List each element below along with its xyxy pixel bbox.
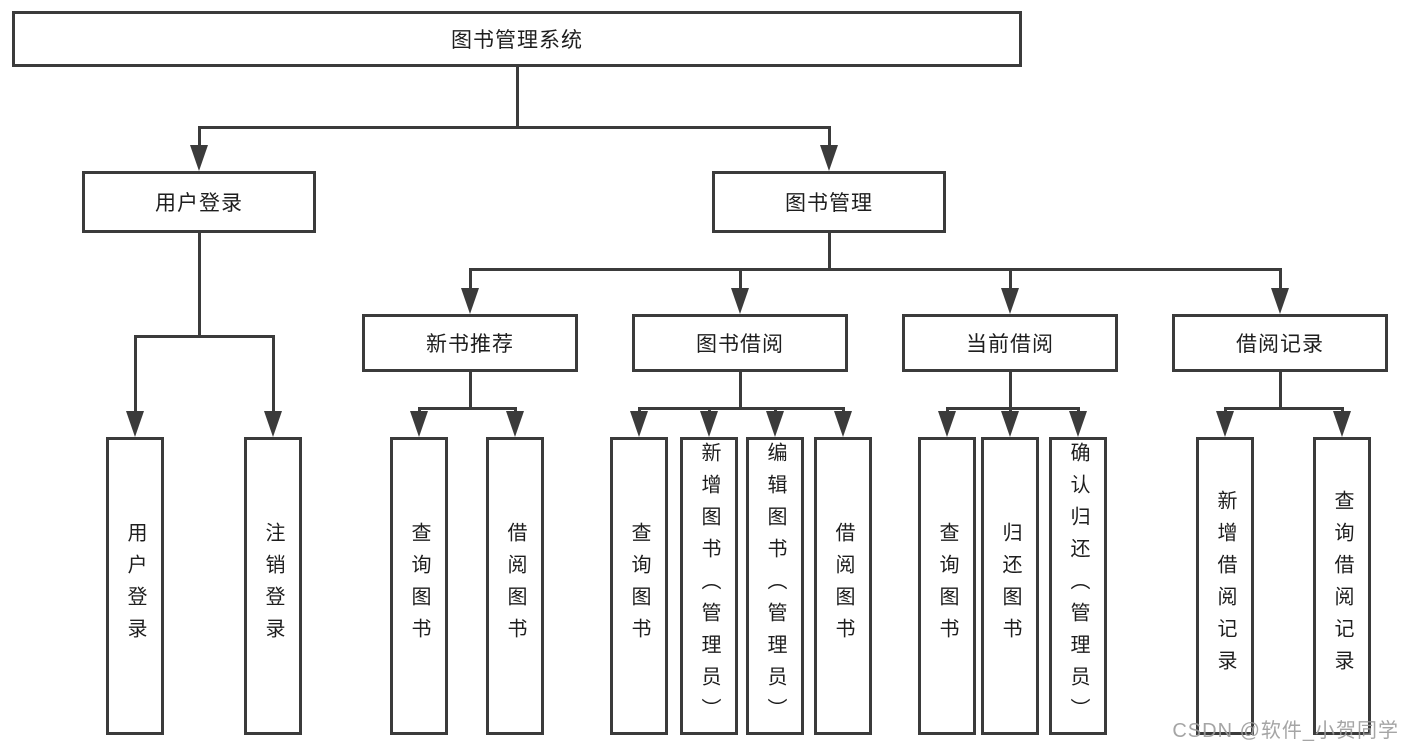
leaf-label: 新增图书（管理员） (698, 442, 720, 730)
node-label: 用户登录 (155, 192, 243, 215)
arrow-down-icon (264, 411, 282, 437)
connector-line (739, 372, 742, 408)
leaf-label: 注销登录 (262, 522, 284, 650)
arrow-down-icon (1271, 288, 1289, 314)
connector-line (1009, 269, 1012, 290)
connector-line (828, 127, 831, 147)
connector-line (134, 335, 275, 338)
leaf-bb-edit-books-admin: 编辑图书（管理员） (746, 437, 804, 735)
node-current-borrowing: 当前借阅 (902, 314, 1118, 372)
connector-line (469, 372, 472, 408)
connector-line (198, 233, 201, 336)
leaf-nb-query-books: 查询图书 (390, 437, 448, 735)
leaf-label: 新增借阅记录 (1214, 490, 1236, 682)
arrow-down-icon (506, 411, 524, 437)
leaf-label: 查询图书 (408, 522, 430, 650)
arrow-down-icon (410, 411, 428, 437)
arrow-down-icon (630, 411, 648, 437)
node-label: 图书管理系统 (451, 29, 583, 52)
connector-line (134, 336, 137, 413)
connector-line (1224, 407, 1344, 410)
node-borrowing-records: 借阅记录 (1172, 314, 1388, 372)
arrow-down-icon (1333, 411, 1351, 437)
arrow-down-icon (766, 411, 784, 437)
arrow-down-icon (126, 411, 144, 437)
connector-line (198, 127, 201, 147)
leaf-label: 用户登录 (124, 522, 146, 650)
leaf-br-query-borrow-record: 查询借阅记录 (1313, 437, 1371, 735)
leaf-label: 查询图书 (628, 522, 650, 650)
arrow-down-icon (700, 411, 718, 437)
node-book-management: 图书管理 (712, 171, 946, 233)
leaf-bb-add-books-admin: 新增图书（管理员） (680, 437, 738, 735)
connector-line (1279, 372, 1282, 408)
connector-line (418, 407, 517, 410)
arrow-down-icon (1001, 411, 1019, 437)
leaf-bb-borrow-books: 借阅图书 (814, 437, 872, 735)
connector-line (469, 268, 1282, 271)
connector-line (1279, 269, 1282, 290)
leaf-logout-login: 注销登录 (244, 437, 302, 735)
node-label: 新书推荐 (426, 333, 514, 356)
connector-line (198, 126, 831, 129)
connector-line (272, 336, 275, 413)
leaf-label: 归还图书 (999, 522, 1021, 650)
leaf-cb-confirm-return-admin: 确认归还（管理员） (1049, 437, 1107, 735)
leaf-bb-query-books: 查询图书 (610, 437, 668, 735)
leaf-label: 借阅图书 (504, 522, 526, 650)
node-book-borrowing: 图书借阅 (632, 314, 848, 372)
node-label: 当前借阅 (966, 333, 1054, 356)
connector-line (739, 269, 742, 290)
arrow-down-icon (731, 288, 749, 314)
leaf-cb-return-books: 归还图书 (981, 437, 1039, 735)
connector-line (1009, 372, 1012, 408)
node-new-book-recommendation: 新书推荐 (362, 314, 578, 372)
watermark: CSDN @软件_小贺同学 (1172, 720, 1399, 742)
leaf-label: 确认归还（管理员） (1067, 442, 1089, 730)
node-label: 借阅记录 (1236, 333, 1324, 356)
node-label: 图书管理 (785, 192, 873, 215)
node-label: 图书借阅 (696, 333, 784, 356)
connector-line (469, 269, 472, 290)
arrow-down-icon (1216, 411, 1234, 437)
leaf-label: 编辑图书（管理员） (764, 442, 786, 730)
connector-line (638, 407, 845, 410)
arrow-down-icon (190, 145, 208, 171)
arrow-down-icon (461, 288, 479, 314)
leaf-label: 借阅图书 (832, 522, 854, 650)
node-library-management-system: 图书管理系统 (12, 11, 1022, 67)
leaf-cb-query-books: 查询图书 (918, 437, 976, 735)
leaf-label: 查询图书 (936, 522, 958, 650)
leaf-user-login: 用户登录 (106, 437, 164, 735)
arrow-down-icon (1069, 411, 1087, 437)
arrow-down-icon (938, 411, 956, 437)
connector-line (946, 407, 1080, 410)
arrow-down-icon (834, 411, 852, 437)
leaf-label: 查询借阅记录 (1331, 490, 1353, 682)
arrow-down-icon (1001, 288, 1019, 314)
leaf-br-add-borrow-record: 新增借阅记录 (1196, 437, 1254, 735)
connector-line (516, 66, 519, 127)
node-user-login: 用户登录 (82, 171, 316, 233)
connector-line (828, 233, 831, 269)
leaf-nb-borrow-books: 借阅图书 (486, 437, 544, 735)
arrow-down-icon (820, 145, 838, 171)
